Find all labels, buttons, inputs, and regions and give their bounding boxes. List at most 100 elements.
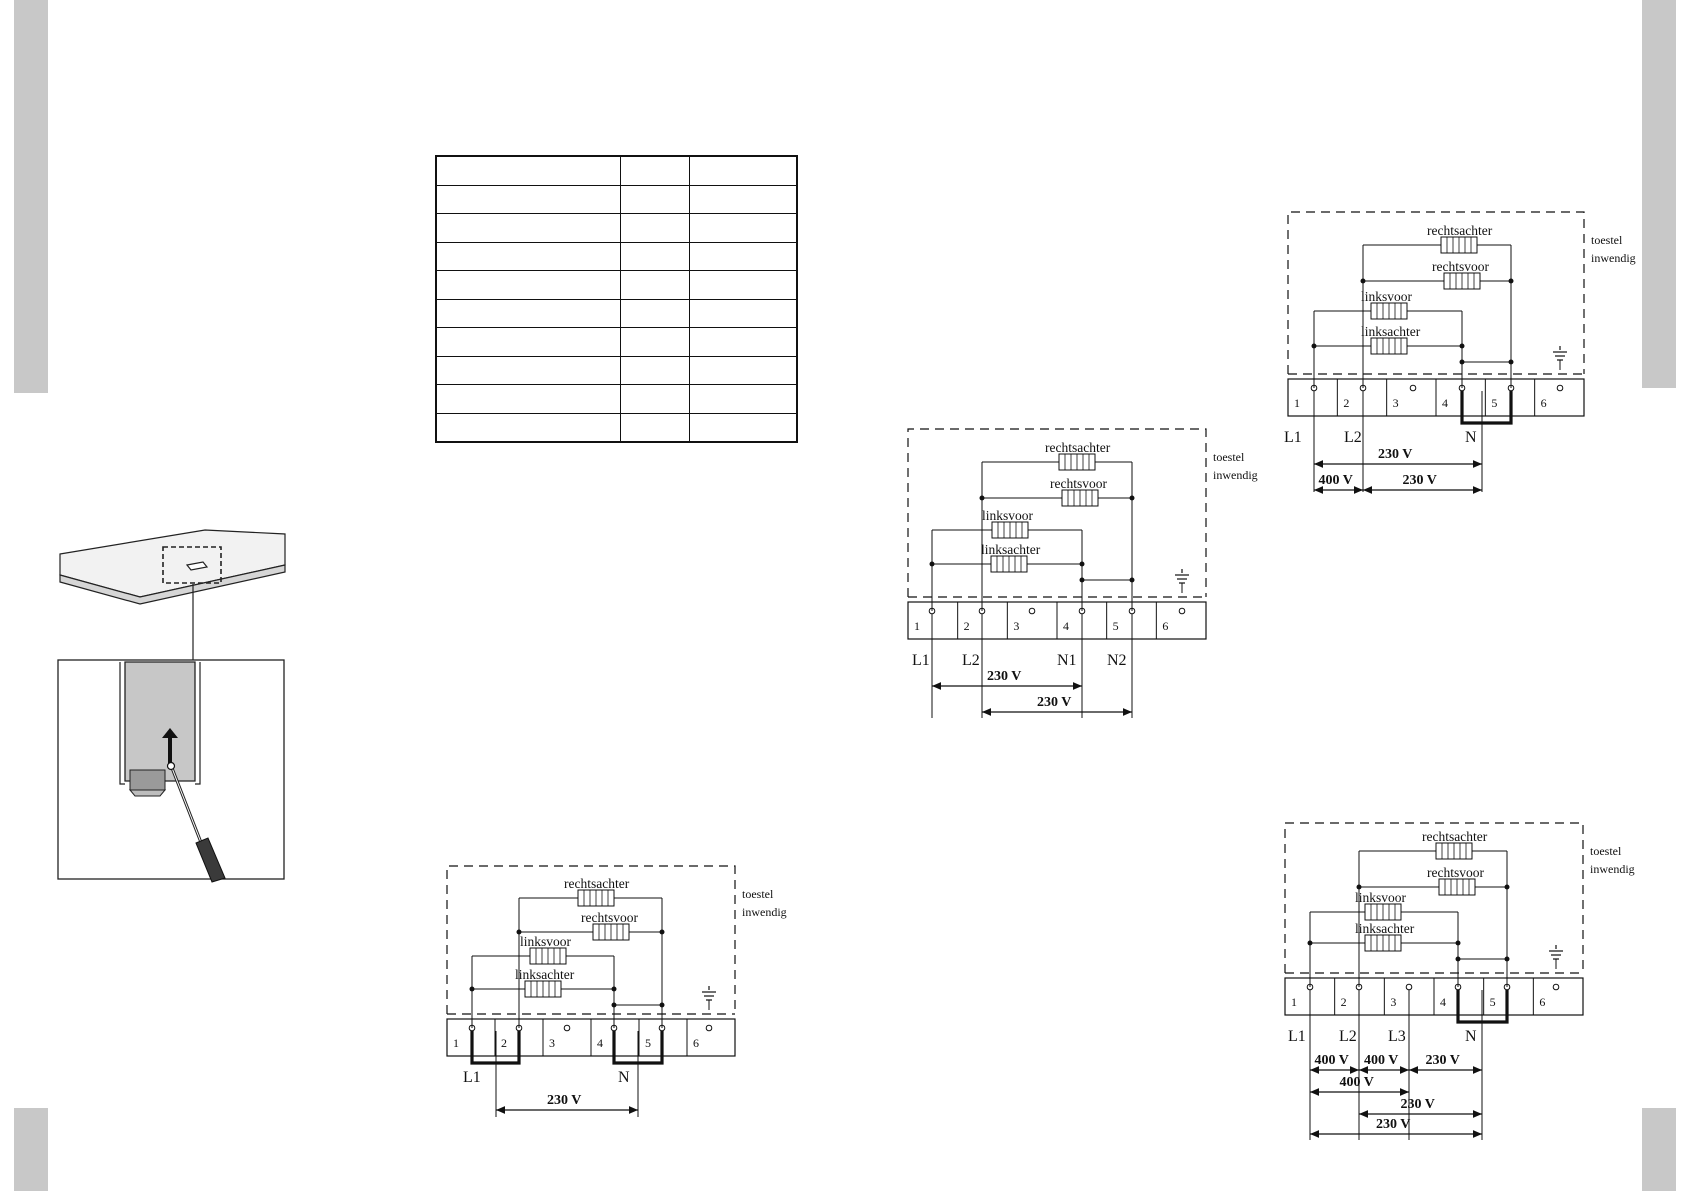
terminal-number: 2	[1343, 396, 1349, 410]
heater-label: rechtsvoor	[1427, 865, 1484, 880]
terminal-screw	[1556, 384, 1564, 392]
spec-table	[435, 155, 798, 443]
terminal-number: 5	[1490, 995, 1496, 1009]
supply-line-label: N	[1465, 1028, 1477, 1045]
terminal-number: 6	[1162, 619, 1168, 633]
table-row	[435, 327, 798, 357]
supply-line-label: L2	[962, 652, 980, 669]
table-cell	[688, 355, 798, 385]
supply-line-label: N2	[1107, 652, 1127, 669]
terminal-number: 3	[1390, 995, 1396, 1009]
table-row	[435, 213, 798, 243]
supply-line-label: L2	[1344, 429, 1362, 446]
internal-label-line2: inwendig	[1590, 862, 1635, 876]
voltage-label: 230 V	[1378, 447, 1412, 462]
appliance-boundary	[1284, 822, 1584, 973]
table-cell	[619, 241, 690, 271]
appliance-boundary	[446, 865, 736, 1014]
heater-label: linksvoor	[1355, 890, 1407, 905]
left-edge-bar-bottom	[14, 1108, 48, 1191]
heater-label: rechtsvoor	[1432, 259, 1489, 274]
supply-line-label: N	[618, 1069, 630, 1086]
junction-dot	[1508, 359, 1514, 365]
table-cell	[688, 270, 798, 300]
supply-line-label: N	[1465, 429, 1477, 446]
appliance-boundary	[907, 428, 1207, 597]
terminal-number: 6	[1541, 396, 1547, 410]
junction-dot	[1504, 884, 1510, 890]
heater-label: rechtsvoor	[581, 910, 638, 925]
earth-symbol-icon	[702, 986, 716, 1010]
supply-line-label: L2	[1339, 1028, 1357, 1045]
voltage-label: 230 V	[1401, 1097, 1435, 1112]
earth-symbol-icon	[1175, 569, 1189, 593]
table-cell	[435, 412, 621, 443]
terminal-screw	[705, 1024, 713, 1032]
table-cell	[435, 241, 621, 271]
internal-label: toestel	[1590, 844, 1622, 858]
table-cell	[435, 384, 621, 414]
spec-table-body	[435, 155, 798, 443]
voltage-label: 230 V	[1376, 1117, 1410, 1132]
terminal-number: 5	[645, 1036, 651, 1050]
heater-label: linksvoor	[1361, 289, 1413, 304]
heater-label: linksvoor	[982, 508, 1034, 523]
table-cell	[619, 213, 690, 243]
heater-label: rechtsachter	[1045, 440, 1111, 455]
terminal-number: 2	[1341, 995, 1347, 1009]
table-row	[435, 155, 798, 186]
table-cell	[688, 412, 798, 443]
junction-dot	[659, 1002, 665, 1008]
terminal-number: 4	[597, 1036, 603, 1050]
voltage-label: 400 V	[1315, 1053, 1349, 1068]
terminal-number: 4	[1063, 619, 1069, 633]
heater-label: rechtsachter	[564, 876, 630, 891]
table-row	[435, 355, 798, 385]
terminal-number: 1	[1294, 396, 1300, 410]
terminal-number: 2	[964, 619, 970, 633]
supply-line-label: L1	[1288, 1028, 1306, 1045]
table-row	[435, 241, 798, 271]
junction-dot	[1508, 278, 1514, 284]
voltage-label: 230 V	[1426, 1053, 1460, 1068]
junction-dot	[659, 929, 665, 935]
terminal-screw	[1178, 607, 1186, 615]
terminal-number: 3	[549, 1036, 555, 1050]
right-edge-bar-bottom	[1642, 1108, 1676, 1191]
voltage-label: 230 V	[547, 1093, 581, 1108]
table-cell	[435, 355, 621, 385]
terminal-number: 5	[1113, 619, 1119, 633]
terminal-number: 4	[1442, 396, 1448, 410]
terminal-screw	[563, 1024, 571, 1032]
terminal-screw	[1409, 384, 1417, 392]
heater-label: linksachter	[981, 542, 1041, 557]
terminal-number: 3	[1393, 396, 1399, 410]
earth-symbol-icon	[1553, 346, 1567, 370]
voltage-label: 400 V	[1364, 1053, 1398, 1068]
voltage-label: 400 V	[1319, 473, 1353, 488]
supply-line-label: L1	[912, 652, 930, 669]
bridge-link	[1460, 391, 1513, 425]
voltage-label: 400 V	[1340, 1075, 1374, 1090]
table-cell	[688, 213, 798, 243]
heater-label: linksachter	[1361, 324, 1421, 339]
heater-label: rechtsvoor	[1050, 476, 1107, 491]
terminal-number: 5	[1491, 396, 1497, 410]
terminal-number: 1	[914, 619, 920, 633]
internal-label: toestel	[1213, 450, 1245, 464]
table-cell	[688, 155, 798, 186]
terminal-screw	[1552, 983, 1560, 991]
left-edge-bar-top	[14, 0, 48, 393]
table-row	[435, 412, 798, 443]
table-cell	[435, 184, 621, 214]
voltage-label: 230 V	[987, 669, 1021, 684]
table-cell	[619, 184, 690, 214]
hob-top-view-icon	[59, 529, 286, 660]
supply-line-label: N1	[1057, 652, 1077, 669]
heater-label: linksachter	[515, 967, 575, 982]
